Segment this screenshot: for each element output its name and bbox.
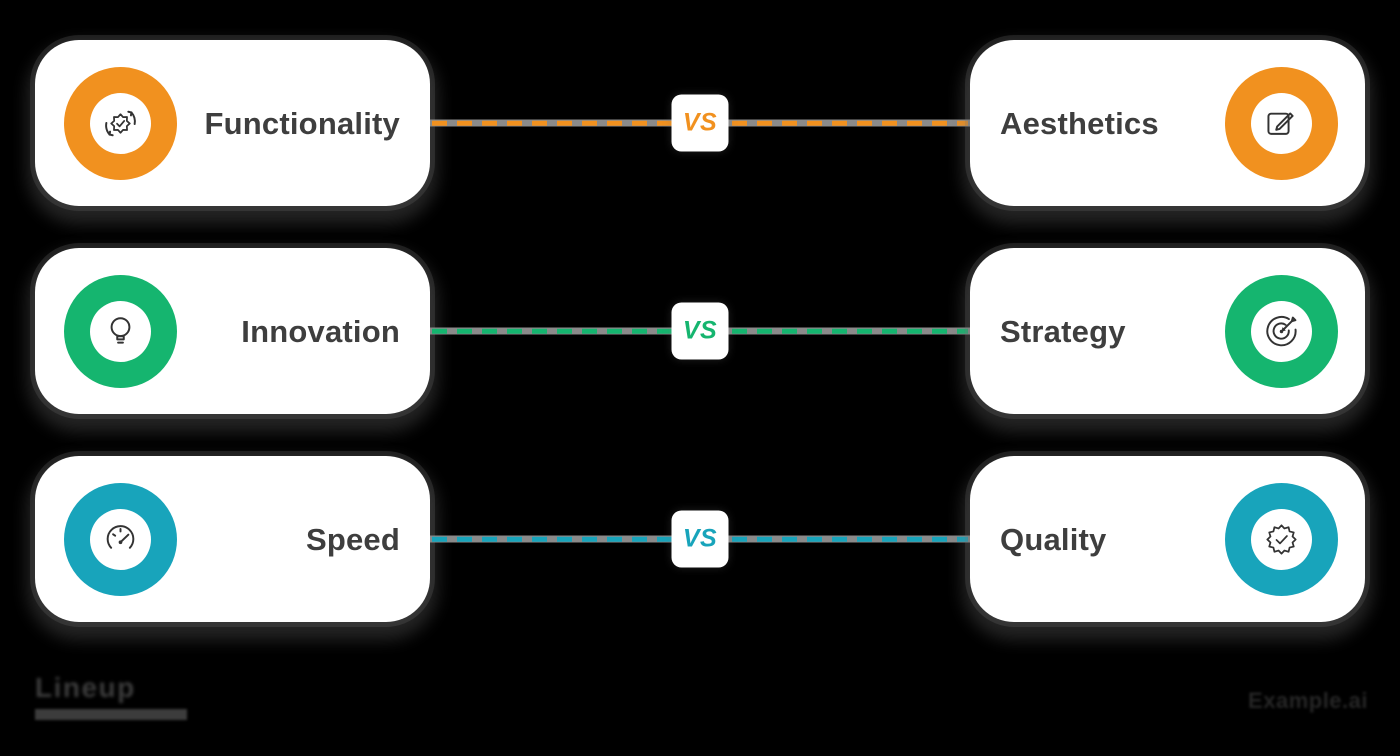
connector-line: VS bbox=[430, 40, 970, 206]
left-card: Functionality bbox=[35, 40, 430, 206]
right-card-label: Aesthetics bbox=[1000, 105, 1159, 141]
left-card-label: Innovation bbox=[241, 313, 400, 349]
vs-badge: VS bbox=[671, 94, 729, 152]
rows-container: Functionality VS Aesthetics bbox=[35, 40, 1365, 622]
left-card-label: Speed bbox=[305, 521, 400, 557]
left-card: Innovation bbox=[35, 248, 430, 414]
connector-line: VS bbox=[430, 248, 970, 414]
left-icon-circle bbox=[64, 66, 177, 180]
right-card: Aesthetics bbox=[970, 40, 1365, 206]
edit-design-icon bbox=[1263, 105, 1300, 142]
left-icon-circle bbox=[64, 274, 177, 388]
connector-line: VS bbox=[430, 456, 970, 622]
brand-logo-tagline-bar bbox=[35, 709, 187, 720]
vs-badge-label: VS bbox=[682, 316, 718, 345]
right-card-label: Quality bbox=[1000, 521, 1107, 557]
right-card: Strategy bbox=[970, 248, 1365, 414]
watermark-text: Example.ai bbox=[1248, 688, 1368, 713]
vs-badge: VS bbox=[671, 510, 729, 568]
process-check-icon bbox=[102, 105, 139, 142]
left-card: Speed bbox=[35, 456, 430, 622]
vs-badge-label: VS bbox=[682, 524, 718, 553]
lightbulb-icon bbox=[102, 313, 139, 350]
brand-logo: Lineup bbox=[35, 672, 187, 720]
right-icon-circle bbox=[1225, 274, 1338, 388]
right-icon-circle bbox=[1225, 482, 1338, 596]
vs-badge: VS bbox=[671, 302, 729, 360]
comparison-row: Speed VS Quality bbox=[35, 456, 1365, 622]
speedometer-icon bbox=[102, 521, 139, 558]
left-card-label: Functionality bbox=[204, 105, 400, 141]
comparison-row: Innovation VS Strategy bbox=[35, 248, 1365, 414]
brand-logo-text: Lineup bbox=[35, 672, 136, 703]
quality-badge-icon bbox=[1263, 521, 1300, 558]
right-card-label: Strategy bbox=[1000, 313, 1126, 349]
target-arrow-icon bbox=[1263, 313, 1300, 350]
right-card: Quality bbox=[970, 456, 1365, 622]
comparison-row: Functionality VS Aesthetics bbox=[35, 40, 1365, 206]
vs-badge-label: VS bbox=[682, 108, 718, 137]
right-icon-circle bbox=[1225, 66, 1338, 180]
left-icon-circle bbox=[64, 482, 177, 596]
